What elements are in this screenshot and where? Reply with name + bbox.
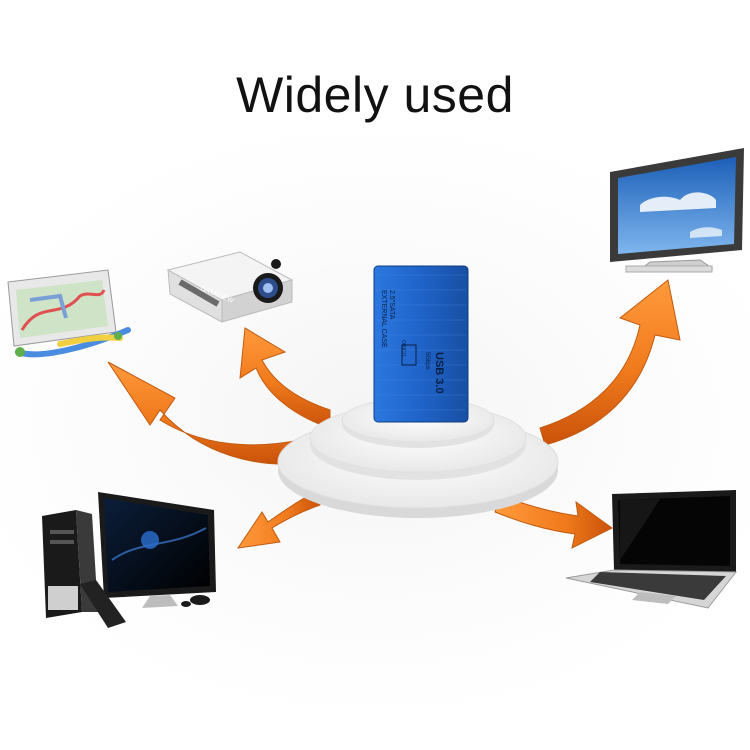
drive-brand-label: ORICO xyxy=(400,340,406,357)
gps-icon xyxy=(7,269,131,358)
arrow-left-upper xyxy=(107,361,311,465)
hard-drive-enclosure: 2.5"SATA EXTERNAL CASE USB 3.0 5Gbps ORI… xyxy=(373,265,469,423)
drive-logo-icon xyxy=(401,344,417,366)
drive-usb-label: USB 3.0 xyxy=(433,352,445,394)
desktop-icon xyxy=(42,492,216,628)
arrow-tv xyxy=(539,279,681,446)
drive-spec-label: 2.5"SATA xyxy=(388,290,395,320)
arrow-laptop xyxy=(494,494,613,549)
drive-case-label: EXTERNAL CASE xyxy=(380,290,387,348)
projector-icon: DATAVIEW xyxy=(166,251,294,323)
drive-speed-label: 5Gbps xyxy=(424,352,430,370)
laptop-icon xyxy=(565,490,738,609)
page-title: Widely used xyxy=(236,67,514,123)
tv-icon xyxy=(610,148,744,273)
arrow-projector xyxy=(239,327,331,429)
arrow-desktop xyxy=(236,491,321,549)
